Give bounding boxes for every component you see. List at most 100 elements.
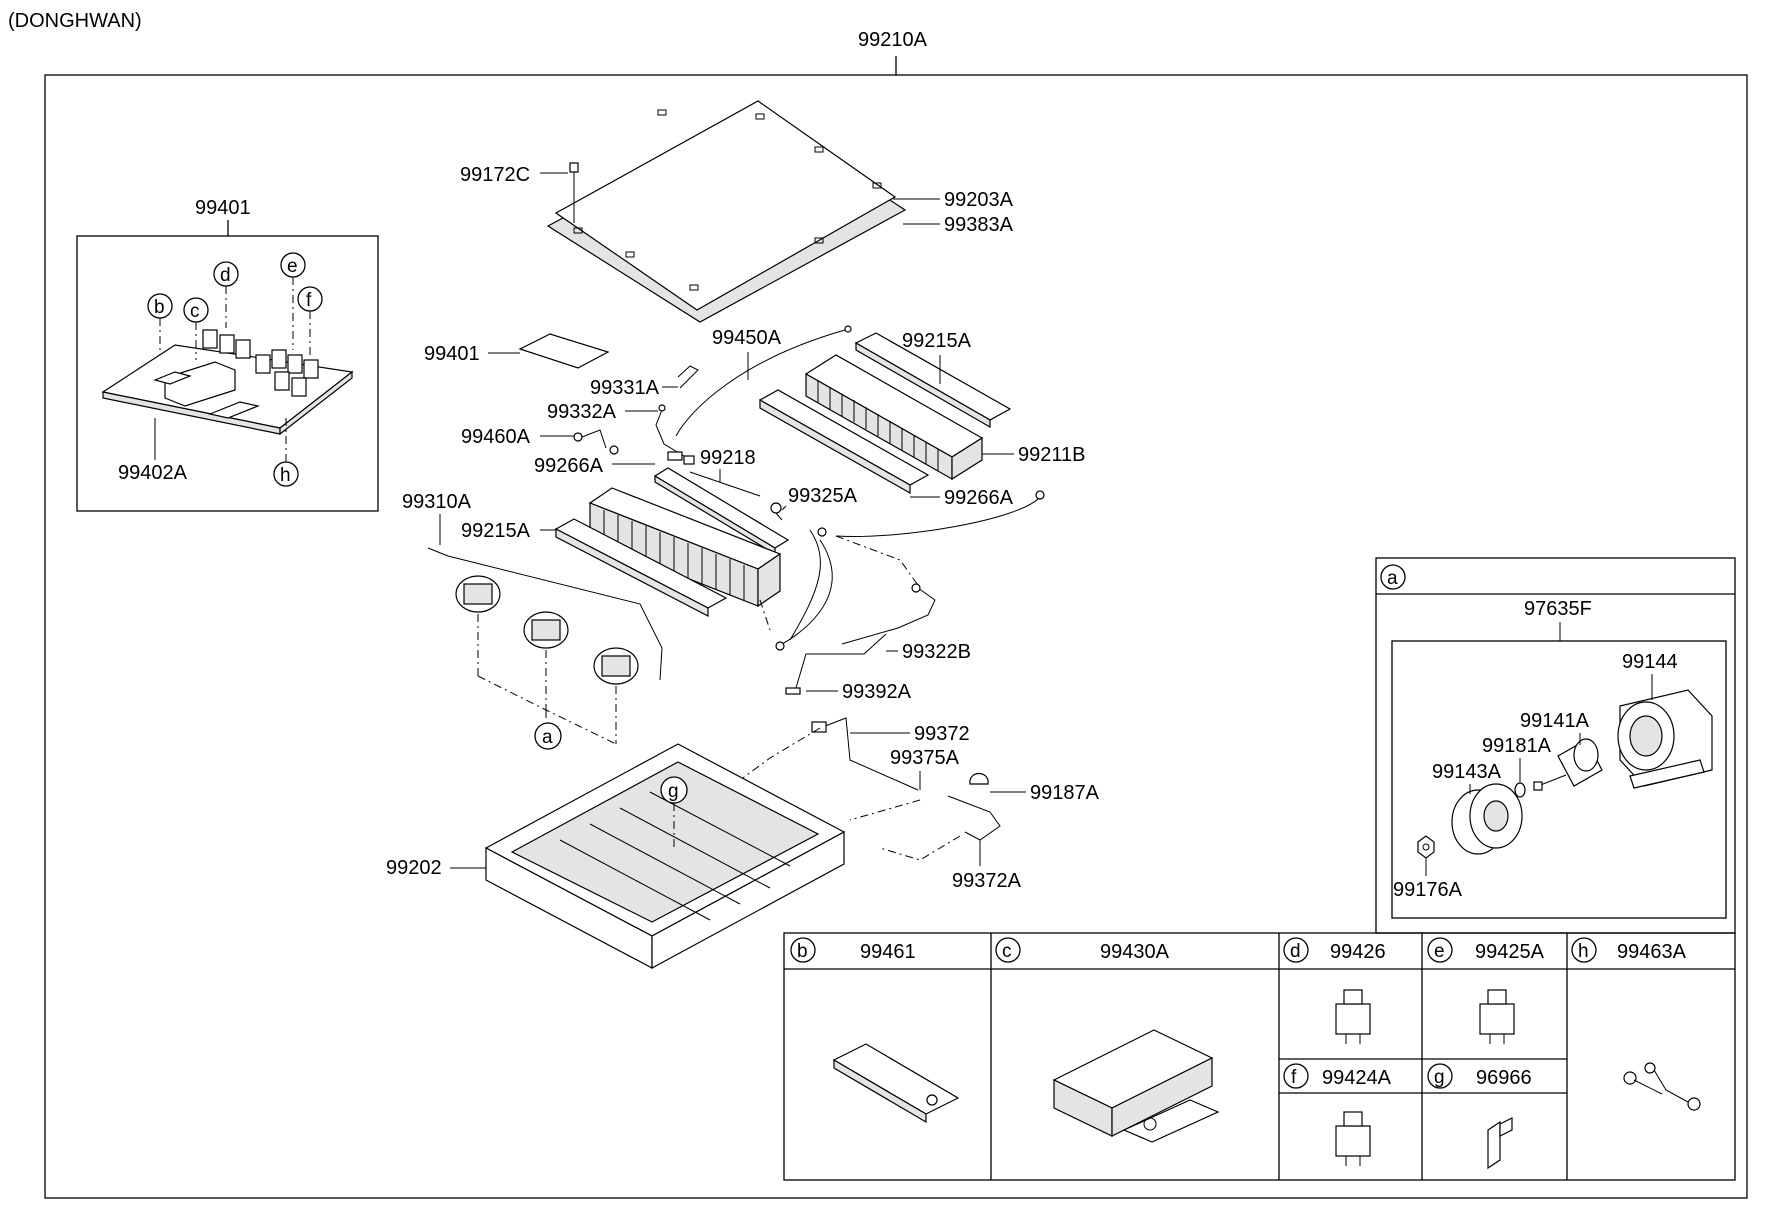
pipe-99372: [819, 717, 919, 791]
label-99215A-top: 99215A: [902, 330, 972, 352]
blower-clip-2: [523, 611, 569, 649]
clamp-99187A: [969, 772, 989, 785]
blower-motor-99144: [1617, 689, 1713, 789]
svg-text:h: h: [1578, 941, 1589, 962]
label-99461: 99461: [860, 941, 916, 963]
detail-cell-d: d 99426: [1283, 937, 1386, 1044]
label-99202: 99202: [386, 857, 442, 879]
label-99450A: 99450A: [712, 327, 782, 349]
detail-cell-h: h 99463A: [1571, 937, 1701, 1111]
pipe-99310A: [427, 547, 663, 681]
label-99430A: 99430A: [1100, 941, 1170, 963]
pcb-group: 99401 b c: [76, 197, 379, 512]
svg-text:a: a: [542, 727, 553, 748]
svg-text:c: c: [1002, 941, 1012, 962]
label-99310A: 99310A: [402, 491, 472, 513]
svg-text:d: d: [220, 265, 231, 286]
label-99426: 99426: [1330, 941, 1386, 963]
valve-99218: [667, 451, 761, 497]
screw-99172C: [569, 162, 579, 223]
pcb-assembly-label: 99401: [195, 197, 251, 219]
marker-a-blowers: [534, 722, 562, 750]
pcb-relays: [202, 329, 319, 397]
label-99325A: 99325A: [788, 485, 858, 507]
sensor-99460A: [573, 429, 619, 455]
assembly-number-label: 99210A: [858, 29, 928, 51]
wire-99450A: [675, 329, 846, 437]
svg-text:a: a: [1387, 568, 1398, 589]
label-96966: 96966: [1476, 1067, 1532, 1089]
base-tray-group: 99202 g: [386, 743, 846, 970]
pcb-marker-c: c: [183, 297, 209, 360]
top-cover-group: 99172C 99203A 99383A: [460, 100, 1014, 323]
label-99181A: 99181A: [1482, 735, 1552, 757]
label-99460A: 99460A: [461, 426, 531, 448]
label-99176A: 99176A: [1393, 879, 1463, 901]
heater-area: 99401 99211B 99215A 99266A 99450A: [402, 325, 1100, 892]
detail-a-inner-box: [1391, 640, 1727, 919]
label-99172C: 99172C: [460, 164, 530, 186]
pipe-99392A: [795, 633, 887, 689]
svg-text:f: f: [306, 290, 312, 311]
detail-cell-f: f 99424A: [1283, 1063, 1392, 1166]
pcb-marker-e: e: [280, 252, 306, 350]
svg-text:e: e: [287, 256, 298, 277]
label-99401-small: 99401: [424, 343, 480, 365]
svg-text:g: g: [668, 781, 679, 802]
fan-99143A: [1451, 783, 1523, 855]
label-99332A: 99332A: [547, 401, 617, 423]
washer-99181A: [1514, 782, 1526, 798]
label-99215A-left: 99215A: [461, 520, 531, 542]
supplier-label: (DONGHWAN): [8, 10, 142, 32]
label-99372: 99372: [914, 723, 970, 745]
pcb-marker-d: d: [213, 261, 239, 328]
label-99143A: 99143A: [1432, 761, 1502, 783]
label-99392A: 99392A: [842, 681, 912, 703]
label-99266A-right: 99266A: [944, 487, 1014, 509]
svg-text:f: f: [1291, 1067, 1297, 1088]
detail-cell-e: e 99425A: [1427, 937, 1545, 1044]
label-99218: 99218: [700, 447, 756, 469]
svg-text:b: b: [154, 297, 165, 318]
svg-text:g: g: [1434, 1067, 1445, 1088]
nut-99176A: [1417, 835, 1435, 859]
detail-cell-c: c 99430A: [995, 937, 1220, 1143]
hose-99332A: [655, 409, 685, 457]
svg-text:h: h: [280, 465, 291, 486]
label-99383A: 99383A: [944, 214, 1014, 236]
pcb-board-label: 99402A: [118, 462, 188, 484]
label-99211B: 99211B: [1018, 444, 1085, 466]
label-99463A: 99463A: [1617, 941, 1687, 963]
label-99375A: 99375A: [890, 747, 960, 769]
svg-text:c: c: [190, 301, 200, 322]
pcb-99401-small: [518, 333, 610, 369]
detail-cells-table: b 99461 c 99430A d 99426: [783, 932, 1736, 1181]
hose-99322B: [841, 587, 936, 645]
pcb-marker-h: h: [273, 414, 299, 487]
top-cover: [554, 100, 897, 311]
detail-a-group: a 97635F 99144 99141A 99181A: [1375, 557, 1736, 934]
label-99141A: 99141A: [1520, 710, 1590, 732]
label-99425A: 99425A: [1475, 941, 1545, 963]
pcb-marker-f: f: [297, 286, 323, 356]
label-99266A-left: 99266A: [534, 455, 604, 477]
pcb-marker-b: b: [147, 293, 173, 355]
label-99331A: 99331A: [590, 377, 660, 399]
detail-cell-g: g 96966: [1427, 1063, 1532, 1170]
label-99322B: 99322B: [902, 641, 971, 663]
label-99187A: 99187A: [1030, 782, 1100, 804]
blower-clip-3: [593, 647, 639, 685]
label-99424A: 99424A: [1322, 1067, 1392, 1089]
label-99144: 99144: [1622, 651, 1678, 673]
motor-99141A: [1533, 738, 1603, 791]
main-frame: [44, 74, 1748, 1199]
label-97635F: 97635F: [1524, 598, 1592, 620]
label-99372A: 99372A: [952, 870, 1022, 892]
blower-clip-1: [455, 575, 501, 613]
svg-text:e: e: [1434, 941, 1445, 962]
detail-cell-b: b 99461: [790, 937, 960, 1124]
pipe-99372A: [947, 795, 1001, 841]
label-99203A: 99203A: [944, 189, 1014, 211]
grommet-99325A: [770, 502, 783, 521]
